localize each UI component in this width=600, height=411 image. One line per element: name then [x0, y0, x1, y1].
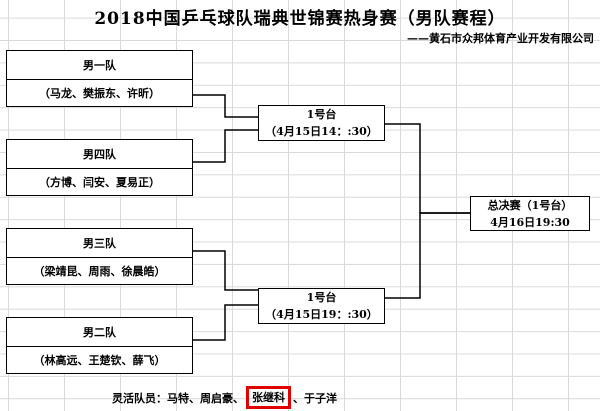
team-players: （梁靖昆、周雨、徐晨皓）	[7, 256, 192, 286]
substitutes-list-before: 马特、周启豪、	[167, 391, 244, 405]
semifinal-time: （4月15日19：:30）	[265, 308, 378, 321]
semifinal-box-2: 1号台 （4月15日19：:30）	[258, 288, 385, 324]
semifinal-venue: 1号台	[306, 291, 337, 304]
team-name: 男二队	[83, 325, 116, 339]
team-box-3: 男三队 （梁靖昆、周雨、徐晨皓）	[6, 228, 193, 285]
semifinal-time: （4月15日14：:30）	[265, 125, 378, 138]
highlighted-player: 张继科	[246, 386, 291, 409]
team-box-2: 男二队 （林高远、王楚钦、薛飞）	[6, 317, 193, 374]
team-players: （马龙、樊振东、许昕）	[7, 78, 192, 108]
team-name: 男四队	[83, 147, 116, 161]
final-title: 总决赛（1号台）	[487, 198, 573, 212]
bracket-line-semi1	[385, 123, 470, 214]
bracket-line-semi2	[385, 212, 470, 299]
company-name: ——黄石市众邦体育产业开发有限公司	[407, 32, 594, 45]
page-title: 2018中国乒乓球队瑞典世锦赛热身赛（男队赛程）	[94, 9, 506, 29]
team-name: 男三队	[83, 236, 116, 250]
final-time: 4月16日19:30	[490, 215, 570, 229]
substitutes-list-after: 、于子洋	[293, 391, 337, 405]
team-players: （林高远、王楚钦、薛飞）	[7, 345, 192, 375]
semifinal-box-1: 1号台 （4月15日14：:30）	[258, 105, 385, 141]
final-box: 总决赛（1号台） 4月16日19:30	[470, 196, 590, 231]
bracket-line-team1	[193, 94, 258, 118]
substitute-players: 灵活队员： 马特、周启豪、 张继科 、于子洋	[112, 386, 337, 409]
team-box-4: 男四队 （方博、闫安、夏易正）	[6, 139, 193, 196]
bracket-line-team4	[193, 129, 258, 163]
bracket-line-team2	[193, 304, 258, 341]
team-box-1: 男一队 （马龙、樊振东、许昕）	[6, 50, 193, 107]
bracket-line-team3	[193, 250, 258, 291]
team-players: （方博、闫安、夏易正）	[7, 167, 192, 197]
semifinal-venue: 1号台	[306, 108, 337, 121]
team-name: 男一队	[83, 58, 116, 72]
substitutes-label: 灵活队员：	[112, 391, 167, 405]
